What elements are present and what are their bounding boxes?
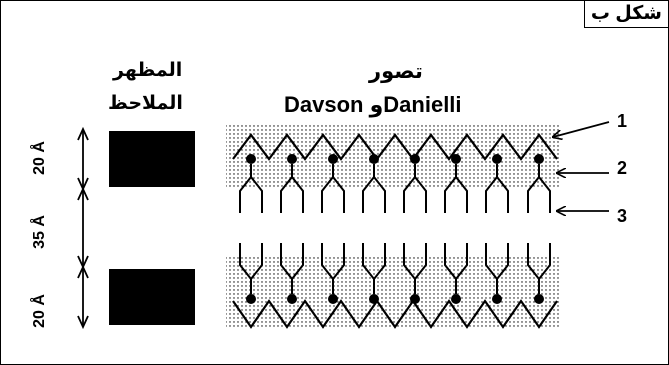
lipid-molecule-bottom — [444, 243, 468, 304]
lipid-head — [328, 154, 338, 164]
lipid-tail — [332, 176, 345, 213]
top-lipid-row — [239, 154, 551, 213]
thickness-label-middle: 35 Å — [30, 215, 48, 249]
observed-title-line1: المظهر — [113, 60, 183, 81]
lipid-head — [451, 294, 461, 304]
thickness-label-bottom: 20 Å — [30, 294, 48, 328]
lipid-tail — [280, 243, 293, 294]
callout-number-3: 3 — [617, 206, 628, 226]
lipid-molecule-top — [362, 154, 386, 213]
lipid-tail — [239, 243, 252, 294]
callout-arrow-1 — [553, 121, 610, 137]
lipid-tail — [485, 164, 498, 213]
lipid-molecule-bottom — [280, 243, 304, 304]
lipid-tail — [527, 164, 540, 213]
lipid-tail — [291, 176, 304, 213]
lipid-tail — [538, 243, 551, 280]
lipid-tail — [291, 243, 304, 280]
lipid-head — [492, 154, 502, 164]
dimension-arrow-bottom — [77, 264, 89, 330]
dimension-arrow-top — [77, 126, 89, 192]
lipid-tail — [455, 243, 468, 280]
lipid-molecule-bottom — [239, 243, 263, 304]
observed-dark-band-top — [109, 131, 195, 187]
model-title-arabic: تصور — [369, 60, 423, 83]
lipid-tail — [496, 176, 509, 213]
lipid-molecule-top — [403, 154, 427, 213]
callout-number-2: 2 — [617, 158, 628, 178]
model-title-names: Davson وDanielli — [284, 92, 462, 117]
lipid-tail — [239, 164, 252, 213]
lipid-molecule-top — [321, 154, 345, 213]
lipid-head — [369, 294, 379, 304]
lipid-molecule-bottom — [527, 243, 551, 304]
lipid-head — [534, 154, 544, 164]
lipid-tail — [362, 243, 375, 294]
lipid-molecule-top — [444, 154, 468, 213]
lipid-tail — [321, 164, 334, 213]
bottom-zigzag-line — [232, 299, 558, 329]
lipid-head — [287, 154, 297, 164]
lipid-molecule-top — [485, 154, 509, 213]
lipid-head — [410, 294, 420, 304]
lipid-head — [410, 154, 420, 164]
figure-label: شكل ب — [583, 1, 668, 28]
lipid-tail — [444, 164, 457, 213]
lipid-tail — [403, 164, 416, 213]
lipid-head — [369, 154, 379, 164]
lipid-head — [534, 294, 544, 304]
lipid-molecule-bottom — [485, 243, 509, 304]
lipid-tail — [527, 243, 540, 294]
lipid-head — [246, 154, 256, 164]
lipid-tail — [321, 243, 334, 294]
thickness-label-top: 20 Å — [30, 141, 48, 175]
callout-number-1: 1 — [617, 111, 628, 131]
lipid-molecule-bottom — [321, 243, 345, 304]
lipid-tail — [455, 176, 468, 213]
lipid-molecule-top — [527, 154, 551, 213]
lipid-tail — [414, 243, 427, 280]
lipid-tail — [362, 164, 375, 213]
observed-title-line2: الملاحظ — [108, 93, 183, 114]
lipid-head — [287, 294, 297, 304]
lipid-molecule-bottom — [403, 243, 427, 304]
top-protein-layer — [226, 125, 561, 187]
lipid-tail — [538, 176, 551, 213]
lipid-tail — [414, 176, 427, 213]
lipid-tail — [373, 243, 386, 280]
lipid-tail — [403, 243, 416, 294]
bottom-lipid-row — [239, 243, 551, 304]
lipid-molecule-top — [239, 154, 263, 213]
lipid-head — [451, 154, 461, 164]
lipid-tail — [332, 243, 345, 280]
lipid-tail — [373, 176, 386, 213]
lipid-tail — [280, 164, 293, 213]
lipid-head — [328, 294, 338, 304]
lipid-molecule-top — [280, 154, 304, 213]
lipid-head — [492, 294, 502, 304]
observed-dark-band-bottom — [109, 269, 195, 325]
lipid-tail — [250, 243, 263, 280]
lipid-tail — [485, 243, 498, 294]
lipid-tail — [496, 243, 509, 280]
dimension-arrow-middle — [77, 186, 89, 270]
top-zigzag-line — [232, 133, 558, 161]
lipid-tail — [250, 176, 263, 213]
lipid-head — [246, 294, 256, 304]
lipid-tail — [444, 243, 457, 294]
lipid-molecule-bottom — [362, 243, 386, 304]
